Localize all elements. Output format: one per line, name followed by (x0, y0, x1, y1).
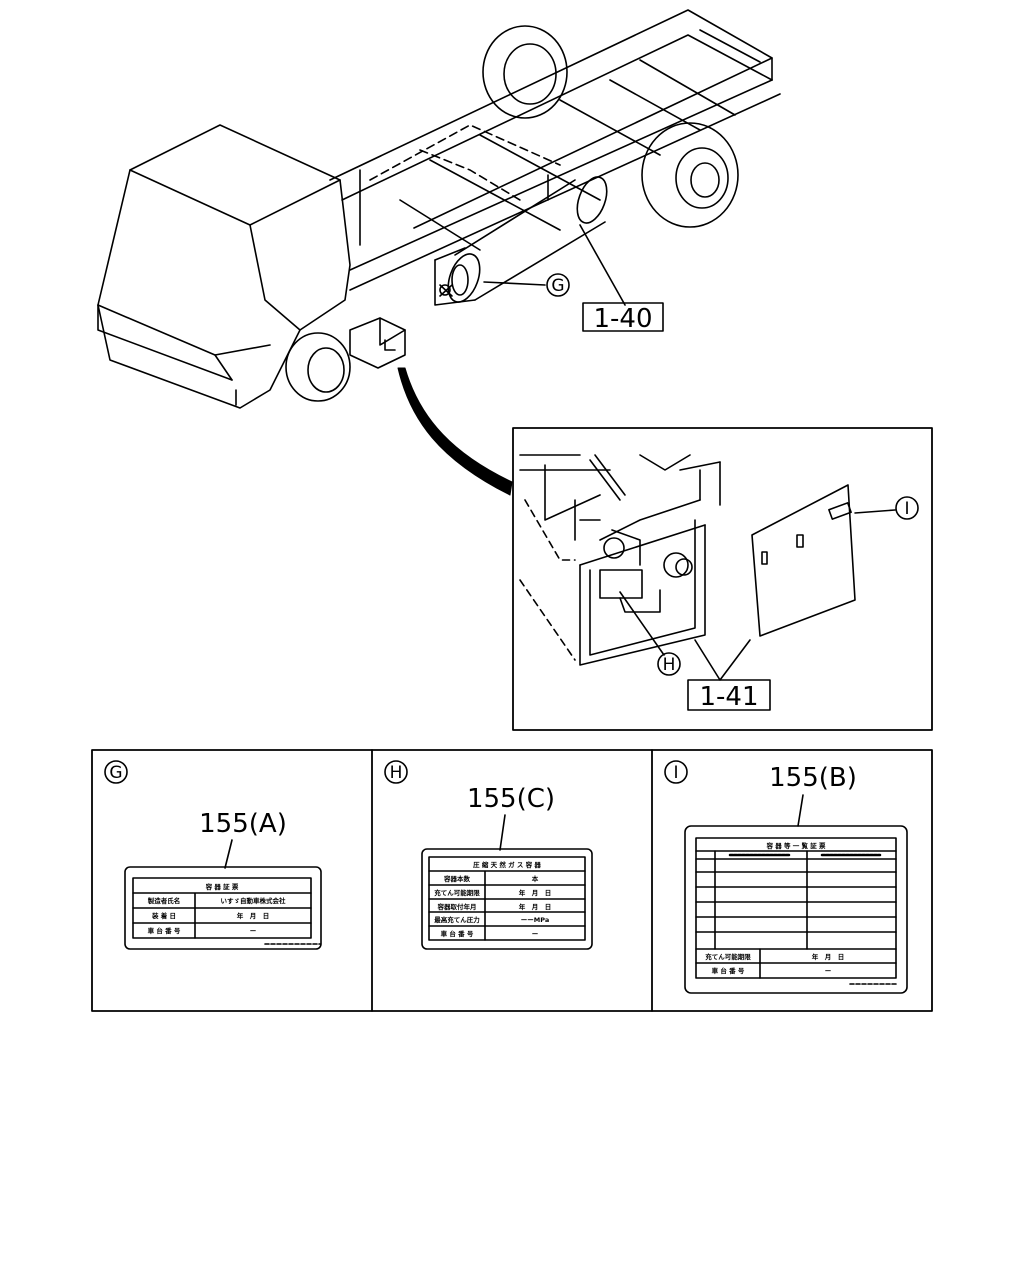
panel-h-row-2-value: 年 月 日 (519, 888, 552, 897)
panel-i-row-1-key: 充てん可能期限 (705, 952, 751, 961)
panel-h-row-2-key: 充てん可能期限 (434, 888, 480, 897)
panel-g-row-1-key: 製造者氏名 (147, 896, 181, 905)
part-1-40-box (582, 302, 664, 332)
panel-h-row-1-key: 容器本数 (443, 874, 471, 883)
panel-i-row-2-key: 車 台 番 号 (712, 966, 745, 975)
battery-box (349, 317, 406, 369)
callout-g-label: G (551, 276, 564, 296)
panel-h-row-4-value: ーーMPa (521, 916, 549, 924)
panel-g-row-2-value: 年 月 日 (237, 911, 270, 920)
panel-h-row-3-key: 容器取付年月 (437, 902, 477, 911)
truck-cab (97, 124, 351, 409)
chassis-frame (329, 9, 781, 291)
panel-g-row-3-value: ー (250, 927, 257, 935)
front-wheel (285, 332, 351, 402)
panel-h-label-title: 圧 縮 天 然 ガ ス 容 器 (473, 860, 541, 869)
panel-h-row-5-key: 車 台 番 号 (441, 929, 474, 938)
panel-i-label-title: 容 器 等 一 覧 証 票 (765, 841, 826, 850)
callout-h-label: H (663, 655, 676, 675)
access-panel (751, 484, 856, 637)
panel-g-row-1-value: いすゞ自動車株式会社 (221, 896, 287, 905)
callout-i-label: I (904, 499, 909, 519)
detail-arrow (397, 367, 513, 496)
panel-h-row-4-key: 最高充てん圧力 (434, 915, 480, 924)
panel-h-part-number: 155(C) (467, 784, 555, 814)
callout-i-circle (895, 496, 919, 520)
cng-tank (434, 176, 608, 306)
detail-illustration (519, 454, 856, 666)
callout-h-circle (657, 652, 681, 676)
panel-h-row-1-value: 本 (532, 874, 539, 883)
panel-g (104, 760, 322, 950)
panel-g-part-number: 155(A) (199, 809, 287, 839)
panel-i (664, 760, 908, 994)
detail-panel-frame (512, 427, 933, 731)
panel-g-row-2-key: 装 着 日 (151, 911, 176, 920)
part-1-41-box (687, 679, 771, 711)
panel-h-marker: H (390, 763, 403, 783)
panel-g-marker: G (109, 763, 122, 783)
panel-i-row-2-value: ー (825, 967, 832, 975)
part-number-1-41: 1-41 (699, 682, 758, 712)
part-number-1-40: 1-40 (593, 304, 652, 334)
panel-g-row-3-key: 車 台 番 号 (148, 926, 181, 935)
panel-h-row-5-value: ー (532, 930, 539, 938)
panel-i-row-1-value: 年 月 日 (812, 952, 845, 961)
callout-g-circle (546, 273, 570, 297)
panel-h (384, 760, 593, 950)
panel-i-part-number: 155(B) (769, 763, 857, 793)
panel-i-marker: I (673, 763, 678, 783)
truck-chassis-illustration (97, 9, 781, 409)
rear-wheel-right (641, 122, 739, 228)
panel-h-row-3-value: 年 月 日 (519, 902, 552, 911)
rear-wheel-left (482, 25, 568, 119)
panel-g-label-title: 容 器 証 票 (205, 882, 239, 891)
label-panels-frame (91, 749, 933, 1012)
